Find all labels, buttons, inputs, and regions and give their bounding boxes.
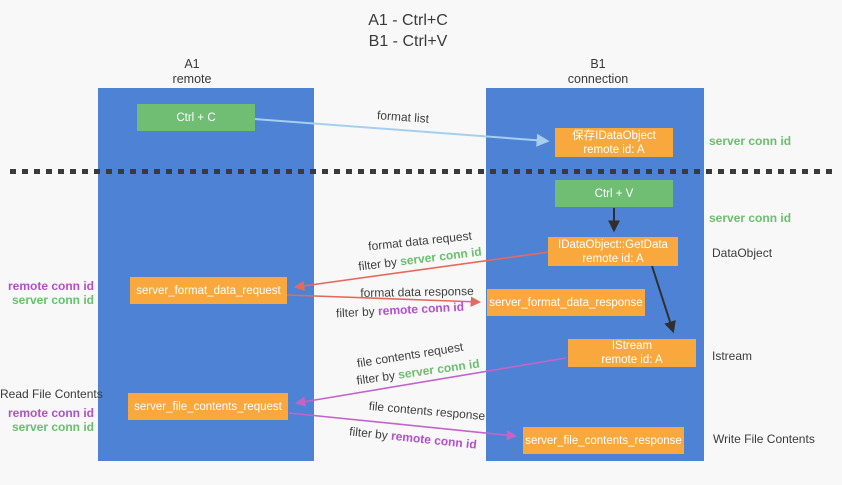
node-ctrl-c: Ctrl + C xyxy=(137,104,255,131)
node-ctrl-c-label: Ctrl + C xyxy=(176,111,216,124)
node-istream-line2: remote id: A xyxy=(601,354,663,366)
node-server-format-data-response-label: server_format_data_response xyxy=(489,296,643,309)
lifeline-b1-title: B1 xyxy=(590,57,606,71)
annotation-read-file-contents: Read File Contents xyxy=(0,387,103,401)
edge-label-format-list-text: format list xyxy=(376,108,430,126)
annotation-remote-conn-id-bottom-left: remote conn id xyxy=(0,406,94,420)
dotted-separator xyxy=(10,169,835,174)
annotation-istream: Istream xyxy=(712,349,752,363)
title-line-1: A1 - Ctrl+C xyxy=(368,12,448,29)
edge-label-filter-remote-2: filter by remote conn id xyxy=(349,424,478,451)
node-istream: IStream remote id: A xyxy=(568,339,696,367)
edge-label-format-data-response-text: format data response xyxy=(360,284,474,300)
edge-label-filter-remote-1: filter by remote conn id xyxy=(336,300,465,321)
server-conn-id-text: server conn id xyxy=(11,420,94,434)
remote-conn-id-text: remote conn id xyxy=(377,299,465,319)
server-conn-id-text: server conn id xyxy=(11,293,94,307)
annotation-server-conn-id-top-left: server conn id xyxy=(0,293,94,307)
annotation-remote-conn-id-top-left: remote conn id xyxy=(0,279,94,293)
lifeline-a1-subtitle: remote xyxy=(172,72,212,86)
remote-conn-id-text: remote conn id xyxy=(7,406,94,420)
filter-by-text: filter by xyxy=(335,304,376,321)
edge-label-file-contents-response-text: file contents response xyxy=(368,398,486,424)
edge-label-format-list: format list xyxy=(377,108,430,126)
node-server-format-data-response: server_format_data_response xyxy=(487,289,645,316)
node-save-dataobject-line2: remote id: A xyxy=(583,143,645,156)
filter-by-text: filter by xyxy=(348,424,389,443)
lifeline-header-a1: A1 remote xyxy=(173,57,212,87)
node-server-file-contents-response-label: server_file_contents_response xyxy=(525,434,682,447)
istream-text: Istream xyxy=(712,349,753,363)
node-server-format-data-request: server_format_data_request xyxy=(130,277,287,304)
server-conn-id-text: server conn id xyxy=(709,211,792,225)
node-save-dataobject-line1: 保存IDataObject xyxy=(572,129,656,142)
write-file-contents-text: Write File Contents xyxy=(713,432,815,446)
title-line-2: B1 - Ctrl+V xyxy=(368,33,448,50)
edge-label-format-data-response: format data response xyxy=(360,284,474,300)
remote-conn-id-text: remote conn id xyxy=(7,279,94,293)
node-getdata: IDataObject::GetData remote id: A xyxy=(548,237,678,266)
annotation-dataobject: DataObject xyxy=(712,246,772,260)
node-ctrl-v: Ctrl + V xyxy=(555,180,673,207)
server-conn-id-text: server conn id xyxy=(709,134,792,148)
node-getdata-line1: IDataObject::GetData xyxy=(558,238,668,251)
remote-conn-id-text: remote conn id xyxy=(390,428,478,452)
node-istream-line1: IStream xyxy=(611,340,653,352)
annotation-server-conn-id-top-right: server conn id xyxy=(709,134,791,148)
node-server-file-contents-request: server_file_contents_request xyxy=(128,393,288,420)
filter-by-text: filter by xyxy=(355,368,396,388)
lifeline-a1-title: A1 xyxy=(184,57,200,71)
annotation-write-file-contents: Write File Contents xyxy=(713,432,815,446)
diagram-title: A1 - Ctrl+C B1 - Ctrl+V xyxy=(368,10,448,52)
node-server-format-data-request-label: server_format_data_request xyxy=(136,284,281,297)
node-server-file-contents-request-label: server_file_contents_request xyxy=(134,400,282,413)
node-getdata-line2: remote id: A xyxy=(582,252,644,265)
annotation-server-conn-id-mid-right: server conn id xyxy=(709,211,791,225)
lifeline-header-b1: B1 connection xyxy=(568,57,628,87)
filter-by-text: filter by xyxy=(357,254,398,274)
annotation-server-conn-id-bottom-left: server conn id xyxy=(0,420,94,434)
dataobject-text: DataObject xyxy=(712,246,773,260)
node-server-file-contents-response: server_file_contents_response xyxy=(523,427,684,454)
node-save-dataobject: 保存IDataObject remote id: A xyxy=(555,128,673,157)
read-file-contents-text: Read File Contents xyxy=(0,387,103,401)
lifeline-b1-subtitle: connection xyxy=(567,72,629,86)
node-ctrl-v-label: Ctrl + V xyxy=(594,187,634,200)
edge-label-file-contents-response: file contents response xyxy=(368,399,486,423)
